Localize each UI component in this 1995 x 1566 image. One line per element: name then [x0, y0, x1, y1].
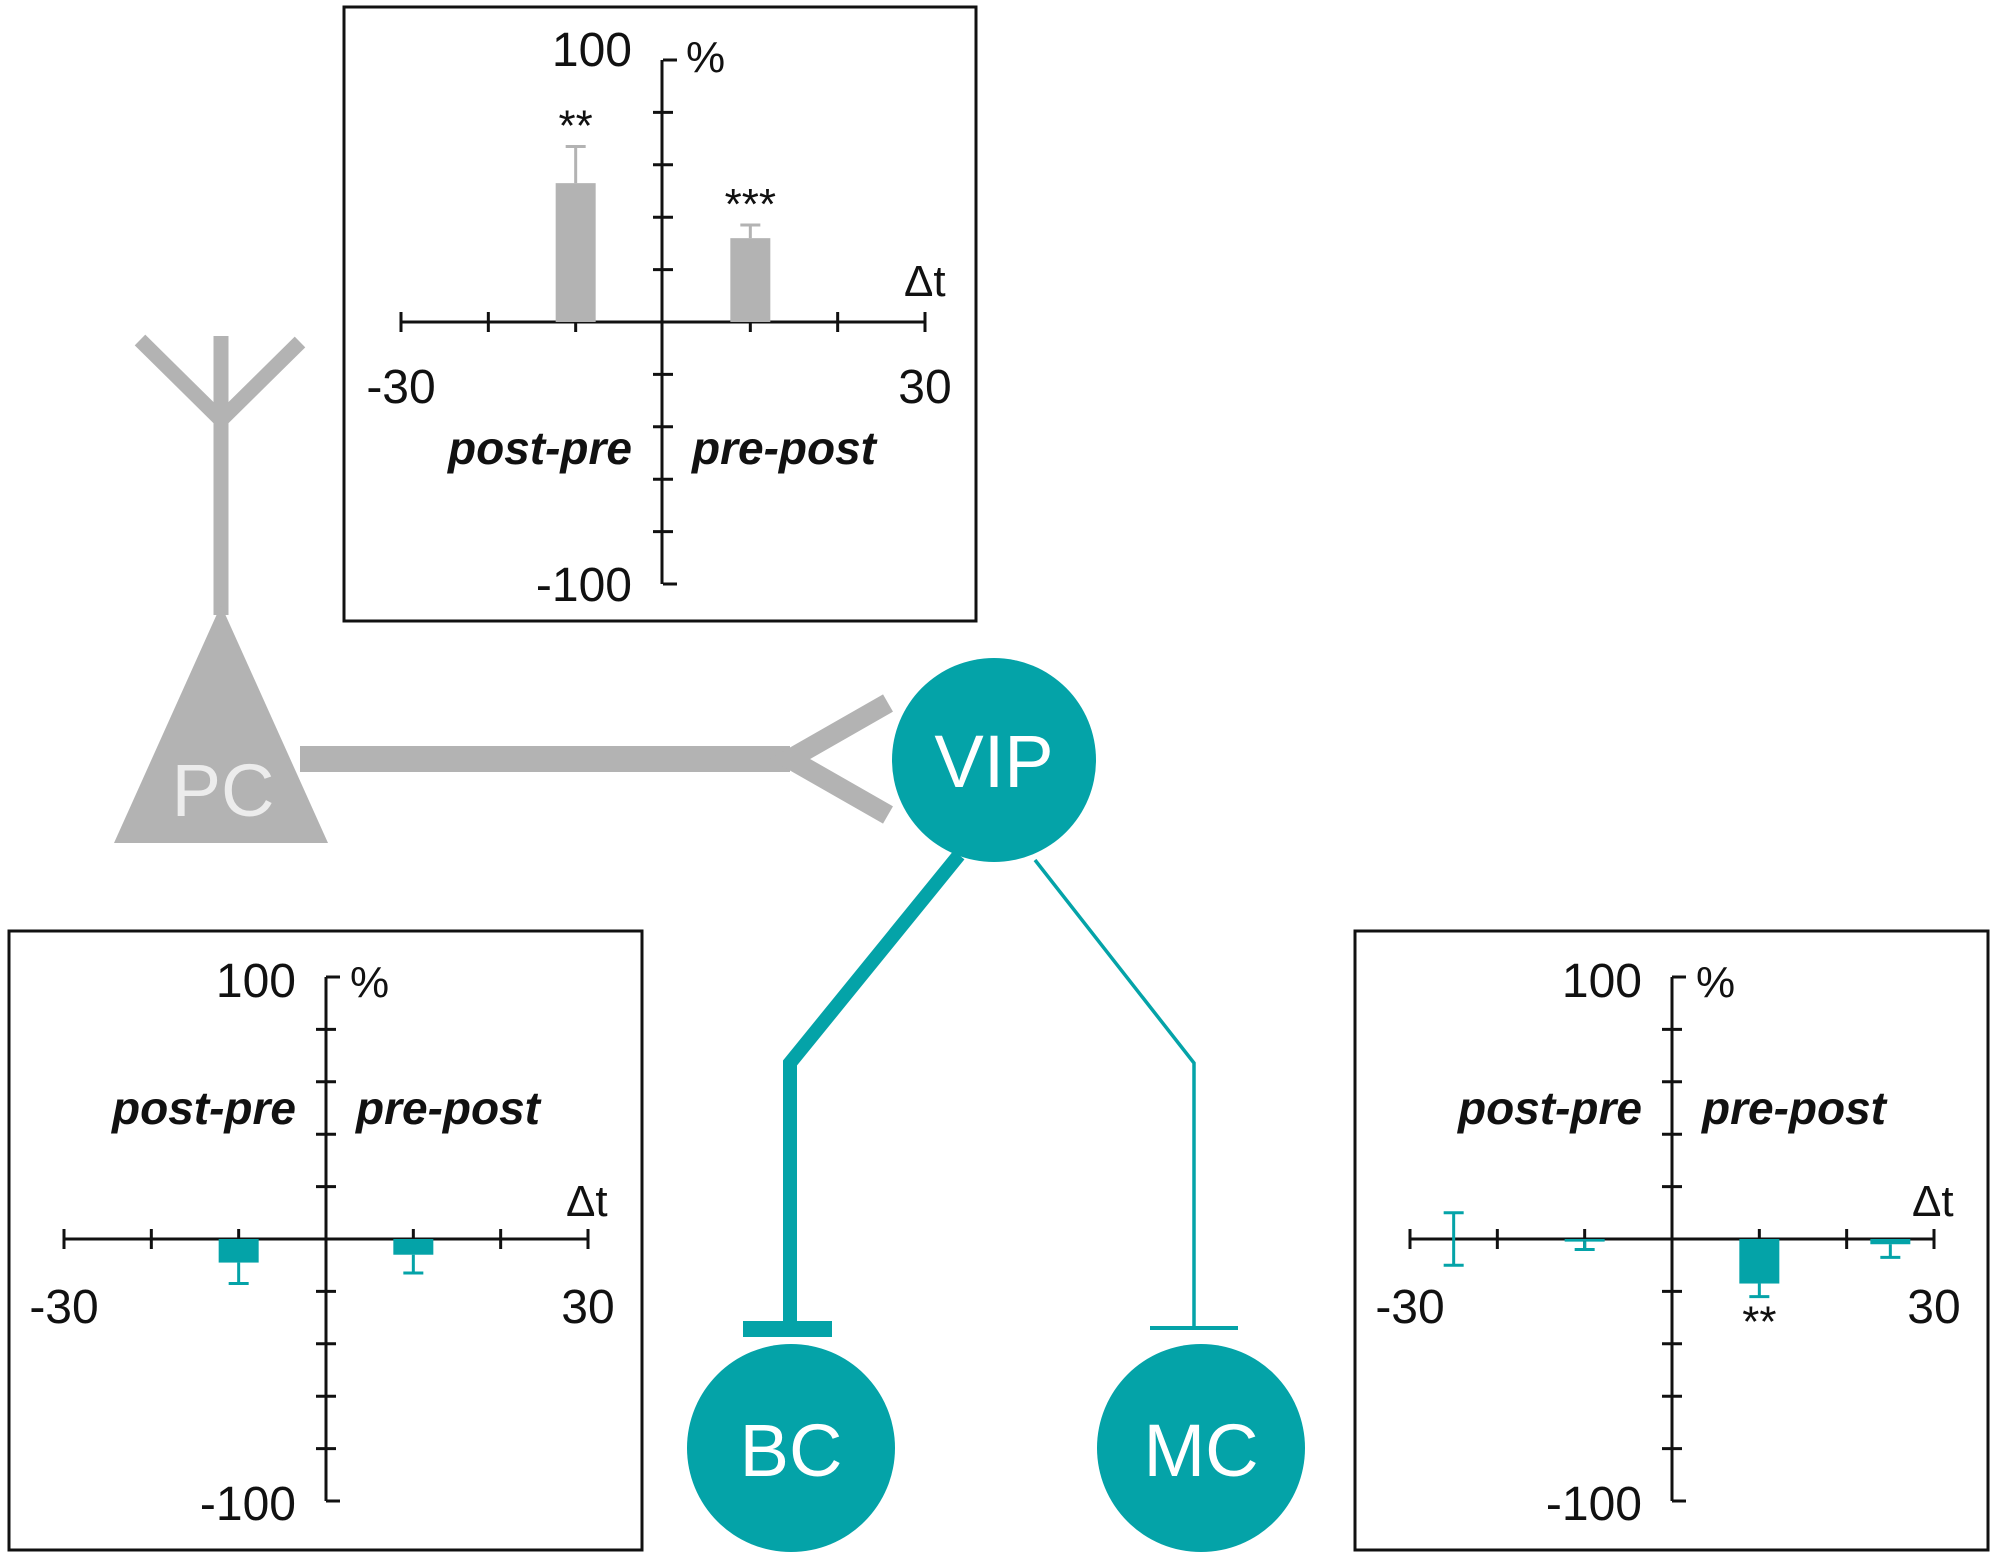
significance-label: ** — [1742, 1298, 1776, 1347]
vip-soma — [892, 658, 1096, 862]
pc-soma — [114, 605, 328, 843]
pyramidal-cell: PC — [114, 334, 893, 843]
post-pre-label: post-pre — [110, 1082, 296, 1134]
pre-post-label: pre-post — [354, 1082, 542, 1134]
mc-label: MC — [1143, 1409, 1258, 1492]
y-tick-min: -100 — [200, 1478, 296, 1531]
bar — [555, 183, 596, 322]
y-tick-max: 100 — [1562, 955, 1642, 1008]
x-axis-label: Δt — [904, 257, 946, 306]
bc-cell: BC — [687, 1344, 895, 1552]
x-tick-max: 30 — [1907, 1281, 1960, 1334]
mc-soma — [1097, 1344, 1305, 1552]
panel-frame-pc-vip — [342, 5, 978, 623]
pre-post-label: pre-post — [1700, 1082, 1888, 1134]
stdp-chart-vip-bc: 100 -100 % Δt -30 30 post-pre pre-post — [29, 955, 614, 1531]
y-tick-max: 100 — [216, 955, 296, 1008]
x-tick-max: 30 — [898, 361, 951, 414]
y-tick-max: 100 — [552, 24, 632, 77]
panel-frame-vip-mc — [1353, 929, 1990, 1552]
pc-axon-terminal — [769, 694, 893, 824]
post-pre-label: post-pre — [1456, 1082, 1642, 1134]
panel-frame-vip-bc — [7, 929, 644, 1552]
vip-cell: VIP — [892, 658, 1096, 862]
mc-cell: MC — [1097, 1344, 1305, 1552]
bc-label: BC — [740, 1409, 843, 1492]
y-axis-label: % — [1696, 958, 1735, 1007]
x-tick-min: -30 — [29, 1281, 98, 1334]
pre-post-label: pre-post — [690, 422, 878, 474]
x-axis-label: Δt — [566, 1177, 608, 1226]
pc-label: PC — [172, 749, 275, 832]
bars: ***** — [555, 101, 776, 322]
axis-ticks — [399, 58, 927, 586]
bar — [218, 1239, 259, 1263]
vip-label: VIP — [934, 720, 1053, 803]
y-tick-min: -100 — [1546, 1478, 1642, 1531]
bar — [393, 1239, 434, 1255]
pc-dendrite-right-branch — [215, 336, 306, 426]
bar — [1870, 1239, 1911, 1245]
bar — [1564, 1239, 1605, 1242]
stdp-chart-vip-mc: ** 100 -100 % Δt -30 30 post-pre pre-pos… — [1375, 955, 1960, 1531]
significance-label: *** — [725, 180, 776, 229]
pc-dendrite-left-branch — [134, 334, 227, 426]
bar — [730, 238, 771, 322]
x-tick-min: -30 — [1375, 1281, 1444, 1334]
bc-soma — [687, 1344, 895, 1552]
stdp-chart-pc-vip: ***** 100 -100 % Δt -30 30 post-pre pre-… — [366, 24, 951, 612]
x-axis-label: Δt — [1912, 1177, 1954, 1226]
x-tick-max: 30 — [561, 1281, 614, 1334]
post-pre-label: post-pre — [446, 422, 632, 474]
vip-to-bc-axon — [783, 850, 965, 1329]
y-axis-label: % — [350, 958, 389, 1007]
bar — [1739, 1239, 1780, 1284]
significance-label: ** — [559, 101, 593, 150]
y-tick-min: -100 — [536, 559, 632, 612]
bars — [218, 1239, 434, 1286]
x-tick-min: -30 — [366, 361, 435, 414]
y-axis-label: % — [686, 33, 725, 82]
vip-to-mc-axon — [1033, 858, 1196, 1328]
bars: ** — [1443, 1211, 1911, 1347]
axis-ticks — [1408, 975, 1936, 1503]
